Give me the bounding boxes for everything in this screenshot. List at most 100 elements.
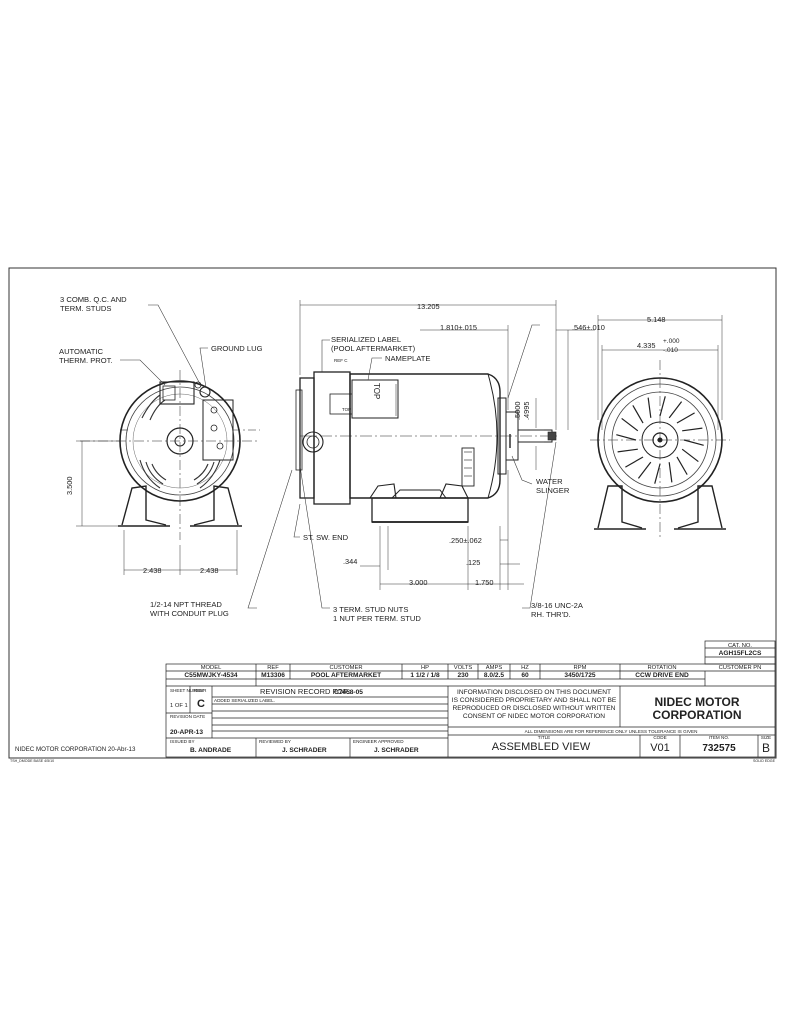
drawing-border xyxy=(8,267,777,759)
tb-issued-by-label: ISSUED BY xyxy=(170,739,195,744)
tb-sheet-value: 1 OF 1 xyxy=(170,703,188,709)
tb-size-label: SIZE xyxy=(761,735,771,740)
tb-value-customer: POOL AFTERMARKET xyxy=(311,672,381,679)
label-npt-thread-1: 1/2-14 NPT THREAD xyxy=(150,600,222,609)
tb-title-value: ASSEMBLED VIEW xyxy=(492,741,591,753)
tb-revision-record-value: C7458-05 xyxy=(334,689,363,696)
vent-slot xyxy=(616,434,637,441)
end-view-drive xyxy=(590,360,730,540)
side-view-motor xyxy=(295,371,560,523)
dim-125: .125 xyxy=(466,558,480,567)
tb-value-volts: 230 xyxy=(457,672,468,679)
vent-slot xyxy=(659,396,666,417)
vent-slot xyxy=(668,462,673,483)
tb-size-value: B xyxy=(762,741,770,755)
vent-slot xyxy=(668,401,683,419)
tb-revision-line: ADDED SERIALIZED LABEL. xyxy=(214,698,275,703)
label-nameplate: NAMEPLATE xyxy=(385,354,430,363)
tb-rev-label: REV xyxy=(194,688,204,693)
label-therm-prot-1: AUTOMATIC xyxy=(59,347,104,356)
dim-3000: 3.000 xyxy=(409,578,428,587)
label-serialized-2: (POOL AFTERMARKET) xyxy=(331,344,416,353)
dim-1810: 1.810±.015 xyxy=(440,323,477,332)
tb-info-2: IS CONSIDERED PROPRIETARY AND SHALL NOT … xyxy=(452,697,617,704)
tb-cat-no-label: CAT. NO. xyxy=(728,643,752,649)
dim-tol-minus: -.010 xyxy=(663,347,678,354)
tb-issued-by-value: B. ANDRADE xyxy=(190,747,232,754)
vent-slot xyxy=(654,463,661,484)
vent-slot xyxy=(647,397,652,418)
tb-info-4: CONSENT OF NIDEC MOTOR CORPORATION xyxy=(463,713,605,720)
tb-customer-pn-label: CUSTOMER PN xyxy=(719,665,762,671)
vent-slot xyxy=(637,461,652,479)
tb-cat-no-value: AGH15FL2CS xyxy=(719,650,762,657)
tb-engineer-value: J. SCHRADER xyxy=(374,747,419,754)
tb-tolerance-note: ALL DIMENSIONS ARE FOR REFERENCE ONLY UN… xyxy=(525,729,698,734)
dim-2438-right: 2.438 xyxy=(200,566,219,575)
tb-header-rpm: RPM xyxy=(574,665,587,671)
right-view-dimensions xyxy=(597,315,723,430)
left-view-dimensions xyxy=(76,440,238,575)
dim-tol-plus: +.000 xyxy=(663,338,680,345)
label-st-sw-end: ST. SW. END xyxy=(303,533,349,542)
label-ref-tag: REF C xyxy=(334,358,348,363)
end-view-switch xyxy=(80,370,260,540)
label-unc-thread-1: 3/8-16 UNC-2A xyxy=(531,601,584,610)
vent-slot xyxy=(617,448,638,453)
tb-header-ref: REF xyxy=(267,665,279,671)
tb-header-hz: HZ xyxy=(521,665,529,671)
tb-value-hp: 1 1/2 / 1/8 xyxy=(410,672,440,679)
tb-value-rpm: 3450/1725 xyxy=(564,672,596,679)
label-water-slinger-1: WATER xyxy=(536,477,563,486)
label-term-studs-2: TERM. STUDS xyxy=(60,304,111,313)
vent-slot xyxy=(681,448,699,463)
tb-header-volts: VOLTS xyxy=(454,665,473,671)
tb-footer-left-code: TSH_DMODE BASE 4/5/10 xyxy=(10,759,54,763)
dim-2438-left: 2.438 xyxy=(143,566,162,575)
label-therm-prot-2: THERM. PROT. xyxy=(59,356,113,365)
label-top-small: TOP xyxy=(342,407,351,412)
tb-engineer-label: ENGINEER APPROVED xyxy=(353,739,404,744)
tb-info-3: REPRODUCED OR DISCLOSED WITHOUT WRITTEN xyxy=(453,705,616,712)
side-view-dimensions xyxy=(299,300,595,590)
tb-info-1: INFORMATION DISCLOSED ON THIS DOCUMENT xyxy=(457,689,611,696)
tb-sheet-label: SHEET NUMBER xyxy=(170,688,207,693)
vent-slot xyxy=(676,412,695,424)
tb-code-label: CODE xyxy=(653,735,666,740)
tb-value-amps: 8.0/2.5 xyxy=(484,672,504,679)
dim-5000: .5000 xyxy=(513,402,522,421)
tb-item-label: ITEM NO. xyxy=(709,735,729,740)
vent-slot xyxy=(625,456,644,468)
label-unc-thread-2: RH. THR'D. xyxy=(531,610,571,619)
dim-1750: 1.750 xyxy=(475,578,494,587)
tb-reviewed-by-value: J. SCHRADER xyxy=(282,747,327,754)
tb-header-customer: CUSTOMER xyxy=(329,665,362,671)
tb-revision-date-value: 20-APR-13 xyxy=(170,729,203,736)
dim-4995: .4995 xyxy=(522,402,531,421)
title-block xyxy=(165,640,776,758)
dim-4335: 4.335 xyxy=(637,341,656,350)
tb-value-hz: 60 xyxy=(521,672,529,679)
label-term-studs-1: 3 COMB. Q.C. AND xyxy=(60,295,127,304)
tb-value-ref: M13306 xyxy=(261,672,285,679)
tb-revision-date-label: REVISION DATE xyxy=(170,714,205,719)
tb-header-amps: AMPS xyxy=(486,665,503,671)
dim-344: .344 xyxy=(343,557,357,566)
tb-reviewed-by-label: REVIEWED BY xyxy=(259,739,291,744)
tb-company-2: CORPORATION xyxy=(652,708,741,722)
label-stud-nuts-2: 1 NUT PER TERM. STUD xyxy=(333,614,421,623)
vent-slot xyxy=(632,405,644,424)
tb-code-value: V01 xyxy=(650,742,670,754)
label-serialized-1: SERIALIZED LABEL xyxy=(331,335,401,344)
label-stud-nuts-1: 3 TERM. STUD NUTS xyxy=(333,605,408,614)
tb-header-hp: HP xyxy=(421,665,429,671)
tb-value-model: C55MWJKY-4534 xyxy=(184,672,237,679)
tb-header-rotation: ROTATION xyxy=(647,665,676,671)
dim-overall-length: 13.205 xyxy=(417,302,440,311)
dim-250: .250±.062 xyxy=(449,536,482,545)
label-water-slinger-2: SLINGER xyxy=(536,486,570,495)
vent-slot xyxy=(621,417,639,432)
tb-footer-right-code: SOLID EDGE xyxy=(753,759,776,763)
tb-rev-value: C xyxy=(197,698,205,710)
